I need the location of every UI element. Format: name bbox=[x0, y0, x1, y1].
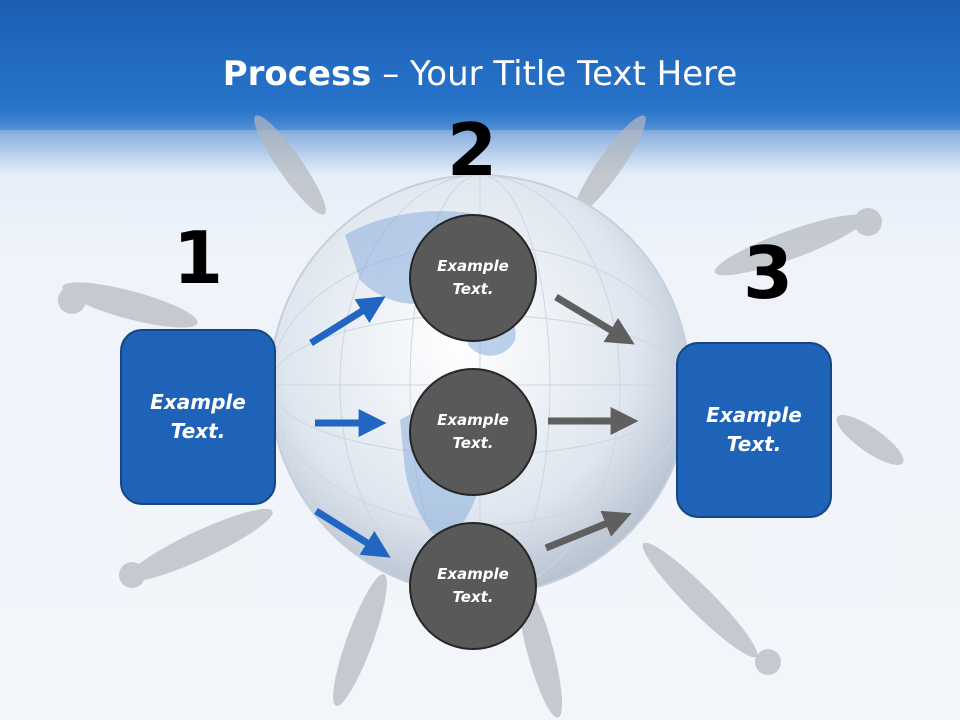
arrow-circle-bottom-to-box3 bbox=[544, 510, 632, 552]
people-silhouettes-icon bbox=[58, 115, 904, 718]
step-3-text-line2: Text. bbox=[726, 432, 782, 456]
page-title: Process – Your Title Text Here bbox=[222, 54, 738, 94]
step-1-text-line2: Text. bbox=[170, 419, 226, 443]
step-number-1: 1 bbox=[172, 216, 224, 300]
step-3-text-line1: Example bbox=[706, 403, 802, 427]
arrow-box1-to-circle-top bbox=[309, 296, 386, 346]
title-bar bbox=[0, 0, 960, 130]
step-number-3: 3 bbox=[742, 231, 794, 315]
arrow-box1-to-circle-bottom bbox=[314, 508, 391, 558]
arrow-circle-top-to-box3 bbox=[554, 294, 635, 345]
step-1-text-line1: Example bbox=[150, 390, 246, 414]
step-number-2: 2 bbox=[446, 108, 498, 192]
